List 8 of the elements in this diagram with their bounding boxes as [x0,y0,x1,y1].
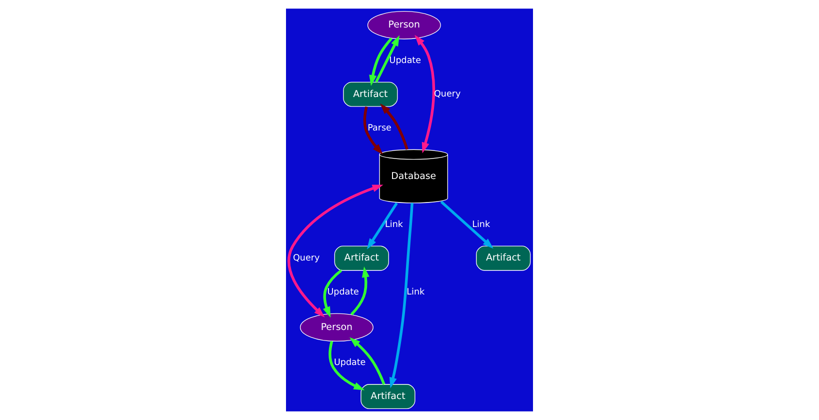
edge-label: Update [334,358,366,368]
edge-label: Update [389,56,422,66]
edge-label: Query [293,254,320,264]
edge-label: Update [327,287,359,298]
edge-label: Link [385,220,403,230]
edge-label: Link [472,220,490,230]
edge-label: Parse [368,123,392,134]
edge-label: Link [406,287,425,298]
